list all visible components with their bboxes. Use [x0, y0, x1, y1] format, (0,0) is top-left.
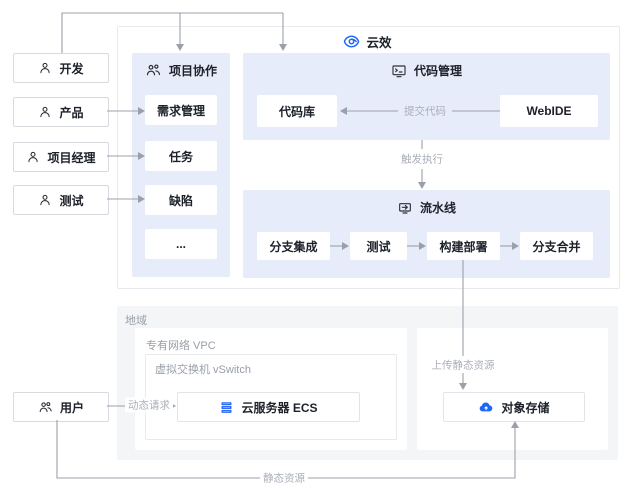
collab-item-label: ... — [175, 237, 186, 251]
code-management-title: 代码管理 — [413, 64, 462, 78]
person-icon — [38, 61, 52, 75]
oss-cloud-icon — [478, 399, 494, 415]
person-icon — [26, 150, 40, 164]
ecs-node: 云服务器 ECS — [177, 392, 360, 422]
actor-developer: 开发 — [13, 53, 109, 83]
person-icon — [38, 193, 52, 207]
pipeline-panel: 流水线 分支集成 测试 构建部署 分支合并 — [243, 190, 610, 278]
collab-item-defects: 缺陷 — [145, 185, 217, 215]
edge-label-trigger: 触发执行 — [398, 151, 446, 167]
vpc-label: 专有网络 VPC — [146, 340, 216, 352]
actor-label: 项目经理 — [47, 150, 96, 165]
stage-test: 测试 — [350, 232, 407, 260]
actor-user: 用户 — [13, 392, 109, 422]
code-management-panel: 代码管理 代码库 WebIDE — [243, 53, 610, 140]
ecs-server-icon — [219, 400, 234, 415]
region-label: 地域 — [125, 315, 147, 327]
person-icon — [38, 105, 52, 119]
pipeline-icon — [397, 200, 413, 216]
actor-tester: 测试 — [13, 185, 109, 215]
yunxiao-logo-icon — [343, 33, 360, 50]
actor-label: 开发 — [59, 61, 84, 76]
code-repo-node: 代码库 — [257, 95, 337, 127]
terminal-icon — [391, 63, 407, 79]
collab-item-tasks: 任务 — [145, 141, 217, 171]
collaboration-title: 项目协作 — [168, 64, 217, 78]
collaboration-header: 项目协作 — [132, 62, 230, 79]
yunxiao-brand-label: 云效 — [366, 36, 392, 50]
collab-item-more: ... — [145, 229, 217, 259]
stage-build-deploy: 构建部署 — [427, 232, 500, 260]
edge-label-static-resource: 静态资源 — [260, 470, 308, 486]
actor-label: 用户 — [59, 400, 84, 415]
actor-product: 产品 — [13, 97, 109, 127]
code-management-header: 代码管理 — [243, 62, 610, 79]
stage-branch-integration: 分支集成 — [257, 232, 330, 260]
stage-branch-merge: 分支合并 — [520, 232, 593, 260]
users-icon — [38, 400, 53, 415]
pipeline-title: 流水线 — [419, 201, 456, 215]
stage-label: 构建部署 — [439, 239, 488, 254]
collab-item-label: 任务 — [168, 149, 193, 164]
collab-item-requirements: 需求管理 — [145, 95, 217, 125]
team-icon — [145, 62, 162, 79]
actor-label: 产品 — [59, 105, 84, 120]
code-repo-label: 代码库 — [278, 104, 315, 119]
actor-project-manager: 项目经理 — [13, 142, 109, 172]
edge-label-upload-static: 上传静态资源 — [428, 357, 498, 373]
actor-label: 测试 — [59, 193, 84, 208]
stage-label: 分支合并 — [532, 239, 581, 254]
collab-item-label: 需求管理 — [156, 103, 205, 118]
stage-label: 分支集成 — [269, 239, 318, 254]
oss-outer-panel — [417, 328, 608, 450]
oss-node: 对象存储 — [443, 392, 585, 422]
ecs-label: 云服务器 ECS — [241, 400, 318, 415]
pipeline-header: 流水线 — [243, 199, 610, 216]
yunxiao-brand: 云效 — [117, 32, 618, 51]
edge-label-commit-code: 提交代码 — [401, 103, 449, 119]
webide-label: WebIDE — [526, 104, 572, 118]
collab-item-label: 缺陷 — [168, 193, 193, 208]
vswitch-label: 虚拟交换机 vSwitch — [155, 364, 251, 376]
edge-label-dynamic-request: 动态请求 — [125, 397, 173, 413]
stage-label: 测试 — [366, 239, 391, 254]
collaboration-panel: 项目协作 需求管理 任务 缺陷 ... — [132, 53, 230, 277]
oss-label: 对象存储 — [501, 400, 550, 415]
webide-node: WebIDE — [500, 95, 598, 127]
